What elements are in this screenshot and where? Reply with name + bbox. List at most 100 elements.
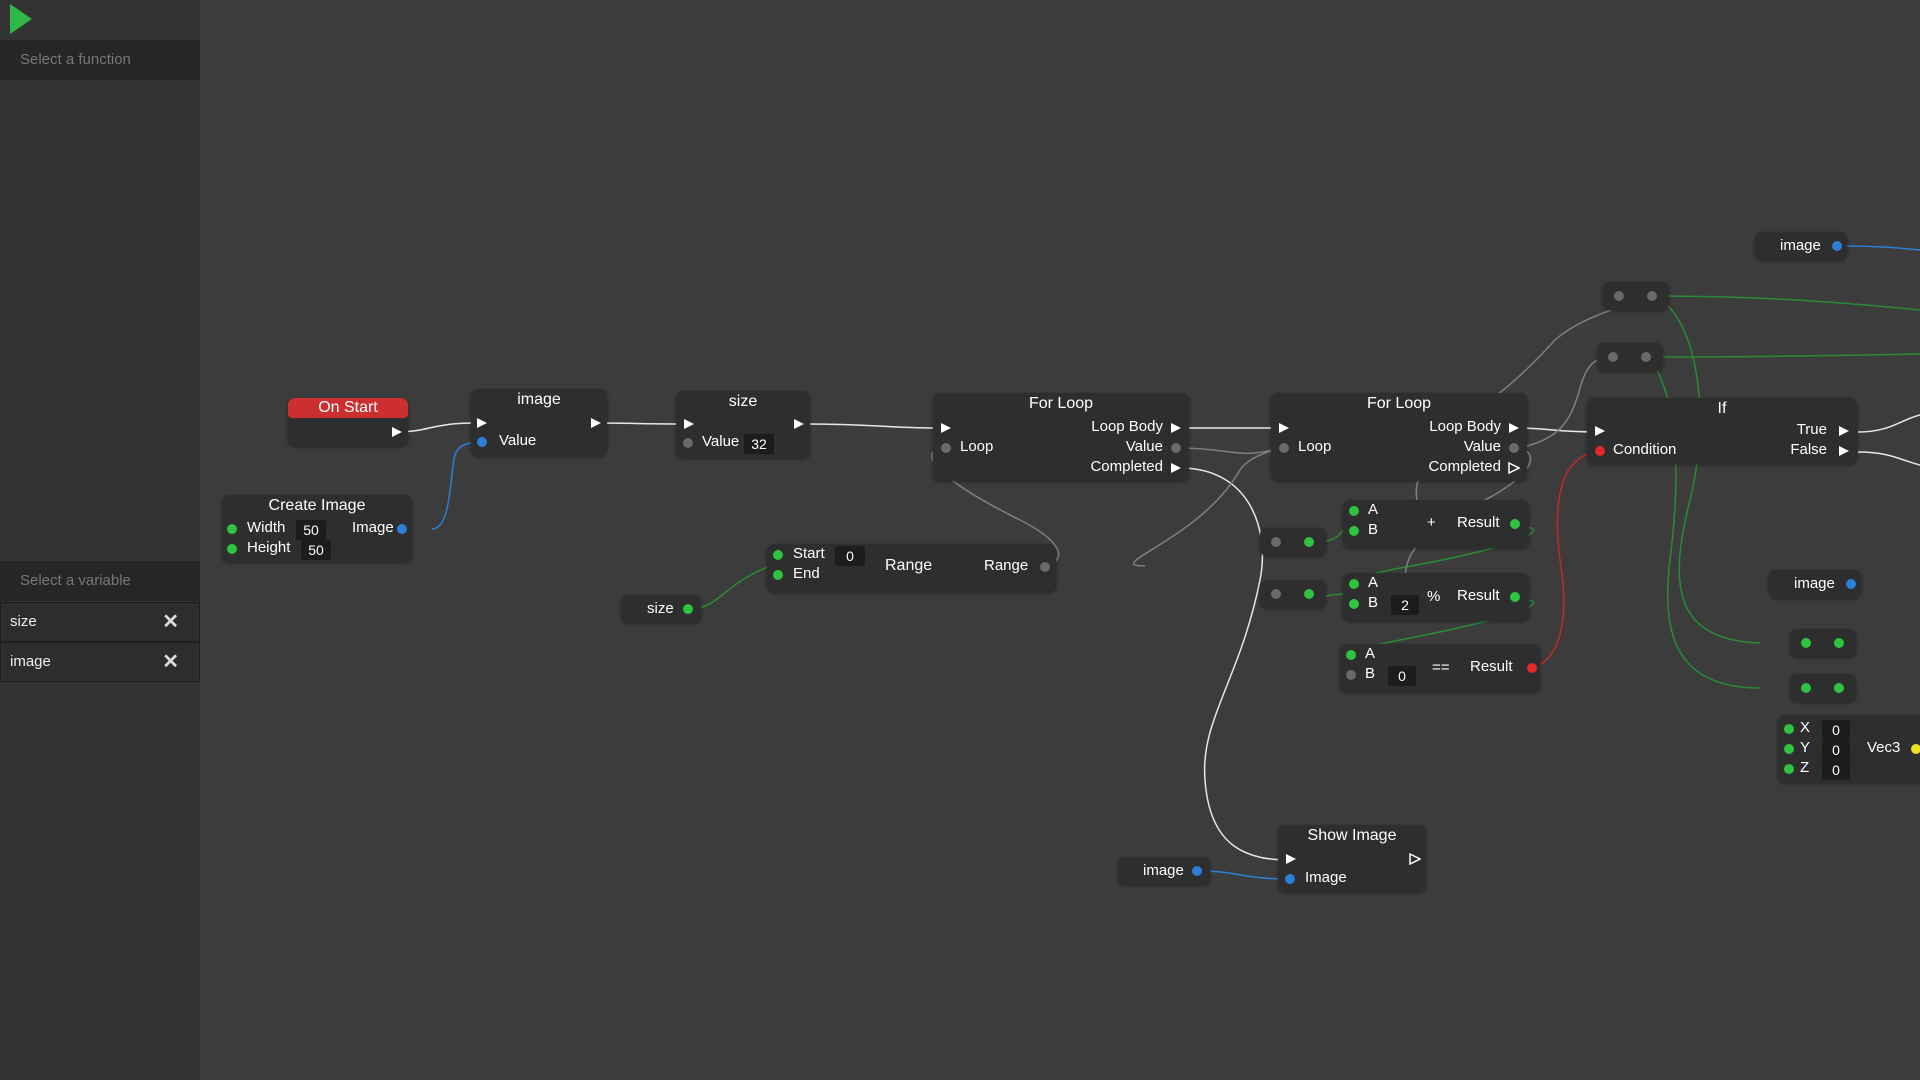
value-output-pin[interactable]	[1509, 443, 1519, 453]
exec-in-pin[interactable]	[476, 417, 488, 429]
run-button[interactable]	[10, 4, 32, 34]
reroute-in-pin[interactable]	[1271, 537, 1281, 547]
a-input-pin[interactable]	[1349, 506, 1359, 516]
y-input-pin[interactable]	[1784, 744, 1794, 754]
create-image-node[interactable]: Create Image Width 50 Height 50 Image	[222, 495, 412, 562]
function-select[interactable]: Select a function	[0, 40, 200, 80]
loop-body-exec-pin[interactable]	[1170, 422, 1182, 434]
add-node[interactable]: A B + Result	[1343, 500, 1529, 548]
x-input-pin[interactable]	[1784, 724, 1794, 734]
b-input-pin[interactable]	[1349, 526, 1359, 536]
range-output-pin[interactable]	[1040, 562, 1050, 572]
value-input-pin[interactable]	[477, 437, 487, 447]
variable-item-size[interactable]: size ✕	[0, 602, 200, 642]
on-start-node[interactable]: On Start	[288, 398, 408, 446]
size-value-field[interactable]: 32	[744, 434, 774, 454]
for-loop-node-2[interactable]: For Loop Loop Loop Body Value Completed	[1271, 393, 1527, 481]
a-input-pin[interactable]	[1349, 579, 1359, 589]
b-value-field[interactable]: 0	[1388, 666, 1416, 686]
get-size-node[interactable]: size	[621, 595, 701, 623]
completed-exec-pin[interactable]	[1170, 462, 1182, 474]
false-exec-pin[interactable]	[1838, 445, 1850, 457]
variable-item-image[interactable]: image ✕	[0, 642, 200, 682]
reroute-out-pin[interactable]	[1647, 291, 1657, 301]
end-input-pin[interactable]	[773, 570, 783, 580]
exec-out-pin[interactable]	[391, 426, 403, 438]
width-field[interactable]: 50	[296, 520, 326, 540]
result-output-pin[interactable]	[1527, 663, 1537, 673]
loop-input-pin[interactable]	[941, 443, 951, 453]
a-input-pin[interactable]	[1346, 650, 1356, 660]
get-image-node[interactable]: image	[1755, 232, 1847, 260]
reroute-node[interactable]	[1790, 629, 1856, 657]
set-image-node[interactable]: image Value	[471, 389, 607, 456]
y-field[interactable]: 0	[1822, 740, 1850, 760]
exec-out-pin[interactable]	[793, 418, 805, 430]
true-exec-pin[interactable]	[1838, 425, 1850, 437]
result-output-pin[interactable]	[1510, 519, 1520, 529]
if-node[interactable]: If Condition True False	[1587, 398, 1857, 464]
vec3-output-pin[interactable]	[1911, 744, 1920, 754]
reroute-in-pin[interactable]	[1271, 589, 1281, 599]
b-input-pin[interactable]	[1349, 599, 1359, 609]
reroute-in-pin[interactable]	[1801, 683, 1811, 693]
image-output-pin[interactable]	[1846, 579, 1856, 589]
exec-in-pin[interactable]	[1594, 425, 1606, 437]
completed-exec-pin[interactable]	[1508, 462, 1520, 474]
condition-input-pin[interactable]	[1595, 446, 1605, 456]
variable-select[interactable]: Select a variable	[0, 561, 200, 601]
reroute-in-pin[interactable]	[1801, 638, 1811, 648]
graph-canvas[interactable]: On Start image Value size Value 32 Creat…	[200, 0, 1920, 1080]
exec-in-pin[interactable]	[940, 422, 952, 434]
x-field[interactable]: 0	[1822, 720, 1850, 740]
exec-in-pin[interactable]	[683, 418, 695, 430]
image-output-pin[interactable]	[1832, 241, 1842, 251]
set-size-node[interactable]: size Value 32	[676, 391, 810, 458]
reroute-out-pin[interactable]	[1641, 352, 1651, 362]
image-output-pin[interactable]	[1192, 866, 1202, 876]
reroute-in-pin[interactable]	[1608, 352, 1618, 362]
close-icon[interactable]: ✕	[162, 651, 179, 673]
reroute-node[interactable]	[1260, 528, 1326, 556]
exec-in-pin[interactable]	[1285, 853, 1297, 865]
reroute-node[interactable]	[1603, 282, 1669, 310]
show-image-node[interactable]: Show Image Image	[1278, 825, 1426, 892]
value-output-pin[interactable]	[1171, 443, 1181, 453]
b-input-pin[interactable]	[1346, 670, 1356, 680]
start-field[interactable]: 0	[835, 546, 865, 566]
reroute-node[interactable]	[1597, 343, 1663, 371]
image-output-pin[interactable]	[397, 524, 407, 534]
size-output-pin[interactable]	[683, 604, 693, 614]
b-value-field[interactable]: 2	[1391, 595, 1419, 615]
on-start-title: On Start	[288, 398, 408, 418]
exec-out-pin[interactable]	[590, 417, 602, 429]
reroute-out-pin[interactable]	[1304, 537, 1314, 547]
height-input-pin[interactable]	[227, 544, 237, 554]
z-field[interactable]: 0	[1822, 760, 1850, 780]
start-input-pin[interactable]	[773, 550, 783, 560]
reroute-out-pin[interactable]	[1834, 638, 1844, 648]
image-input-pin[interactable]	[1285, 874, 1295, 884]
exec-out-pin[interactable]	[1409, 853, 1421, 865]
range-node[interactable]: Start 0 End Range Range	[767, 544, 1056, 592]
vec3-node[interactable]: X 0 Y 0 Z 0 Vec3	[1778, 715, 1920, 783]
result-output-pin[interactable]	[1510, 592, 1520, 602]
loop-input-pin[interactable]	[1279, 443, 1289, 453]
equals-node[interactable]: A B 0 == Result	[1340, 644, 1540, 692]
for-loop-node-1[interactable]: For Loop Loop Loop Body Value Completed	[933, 393, 1189, 481]
height-field[interactable]: 50	[301, 540, 331, 560]
get-image-node[interactable]: image	[1118, 857, 1210, 885]
reroute-node[interactable]	[1260, 580, 1326, 608]
reroute-node[interactable]	[1790, 674, 1856, 702]
modulo-node[interactable]: A B 2 % Result	[1343, 573, 1529, 621]
reroute-out-pin[interactable]	[1834, 683, 1844, 693]
get-image-node[interactable]: image	[1769, 570, 1861, 598]
z-input-pin[interactable]	[1784, 764, 1794, 774]
reroute-in-pin[interactable]	[1614, 291, 1624, 301]
value-input-pin[interactable]	[683, 438, 693, 448]
width-input-pin[interactable]	[227, 524, 237, 534]
reroute-out-pin[interactable]	[1304, 589, 1314, 599]
loop-body-exec-pin[interactable]	[1508, 422, 1520, 434]
close-icon[interactable]: ✕	[162, 611, 179, 633]
exec-in-pin[interactable]	[1278, 422, 1290, 434]
